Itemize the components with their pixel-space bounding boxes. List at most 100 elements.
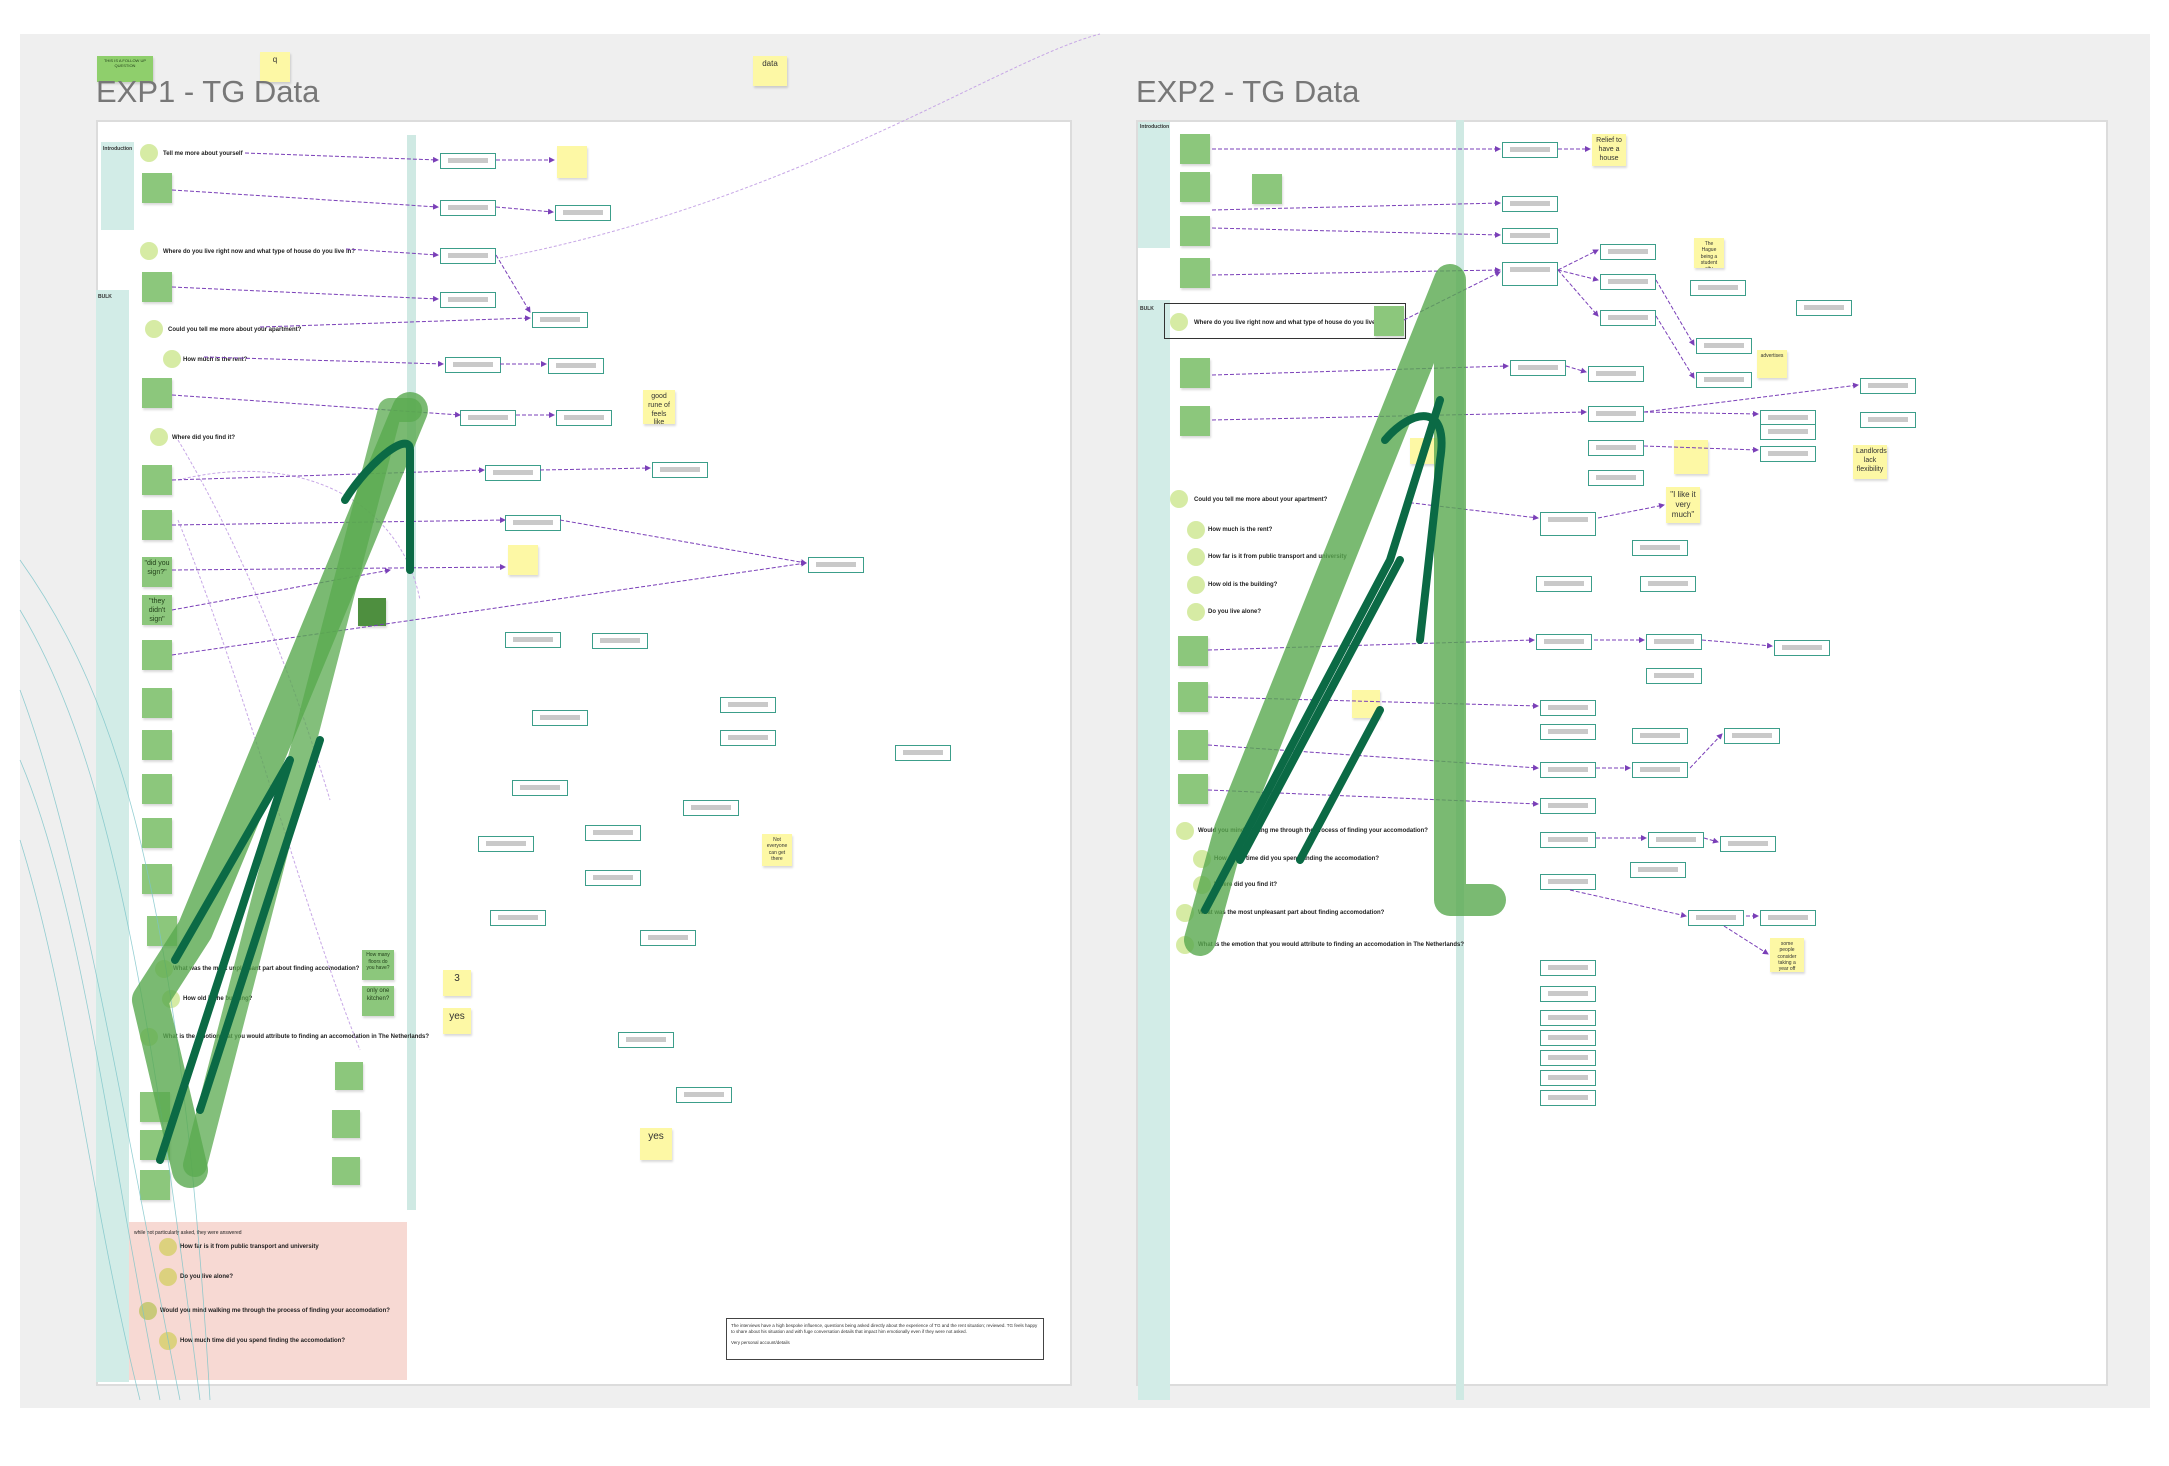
answer-card[interactable] xyxy=(1600,274,1656,290)
answer-card[interactable] xyxy=(1796,300,1852,316)
sticky-note[interactable] xyxy=(1178,636,1208,666)
sticky-note[interactable] xyxy=(142,173,172,203)
sticky-note[interactable] xyxy=(1180,406,1210,436)
sticky-note[interactable] xyxy=(142,272,172,302)
sticky-note[interactable] xyxy=(142,818,172,848)
answer-card[interactable] xyxy=(592,633,648,649)
sticky-note[interactable] xyxy=(142,730,172,760)
answer-card[interactable] xyxy=(532,710,588,726)
answer-card[interactable] xyxy=(808,557,864,573)
answer-card[interactable] xyxy=(1502,196,1558,212)
sticky-note[interactable] xyxy=(1374,306,1404,336)
answer-card[interactable] xyxy=(1536,576,1592,592)
sticky-note[interactable]: "did you sign?" xyxy=(142,557,172,587)
answer-card[interactable] xyxy=(585,870,641,886)
answer-card[interactable] xyxy=(1540,986,1596,1002)
answer-card[interactable] xyxy=(1640,576,1696,592)
answer-card[interactable] xyxy=(683,800,739,816)
sticky-note[interactable]: Not everyone can get there xyxy=(762,834,792,866)
answer-card[interactable] xyxy=(1646,634,1702,650)
sticky-note[interactable] xyxy=(332,1157,360,1185)
answer-card[interactable] xyxy=(1588,440,1644,456)
sticky-note[interactable]: 3 xyxy=(443,970,471,996)
sticky-note[interactable] xyxy=(1178,682,1208,712)
answer-card[interactable] xyxy=(1510,360,1566,376)
answer-card[interactable] xyxy=(556,410,612,426)
answer-card[interactable] xyxy=(585,825,641,841)
answer-card[interactable] xyxy=(1600,244,1656,260)
answer-card[interactable] xyxy=(1724,728,1780,744)
answer-card[interactable] xyxy=(652,462,708,478)
answer-card[interactable] xyxy=(1540,832,1596,848)
sticky-note[interactable] xyxy=(142,688,172,718)
sticky-note[interactable] xyxy=(1180,172,1210,202)
answer-card[interactable] xyxy=(1540,762,1596,778)
sticky-note[interactable]: THIS IS A FOLLOW UP QUESTION xyxy=(97,56,153,82)
answer-card[interactable] xyxy=(720,730,776,746)
answer-card[interactable] xyxy=(1536,634,1592,650)
sticky-note[interactable] xyxy=(142,640,172,670)
answer-card[interactable] xyxy=(1502,228,1558,244)
answer-card[interactable] xyxy=(895,745,951,761)
answer-card[interactable] xyxy=(1632,540,1688,556)
answer-card[interactable] xyxy=(618,1032,674,1048)
answer-card[interactable] xyxy=(505,632,561,648)
answer-card[interactable] xyxy=(1588,366,1644,382)
answer-card[interactable] xyxy=(485,465,541,481)
answer-card[interactable] xyxy=(1860,378,1916,394)
sticky-note[interactable]: "they didn't sign" xyxy=(142,595,172,625)
sticky-note[interactable]: Relief to have a house xyxy=(1592,134,1626,166)
answer-card[interactable] xyxy=(440,248,496,264)
answer-card[interactable] xyxy=(1632,728,1688,744)
answer-card[interactable] xyxy=(1760,446,1816,462)
answer-card[interactable] xyxy=(1696,372,1752,388)
sticky-note[interactable] xyxy=(1180,258,1210,288)
answer-card[interactable] xyxy=(1630,862,1686,878)
answer-card[interactable] xyxy=(1540,1070,1596,1086)
answer-card[interactable] xyxy=(1588,406,1644,422)
sticky-note[interactable]: good rune of feels like xyxy=(643,390,675,424)
sticky-note[interactable]: Landlords lack flexibility xyxy=(1853,445,1887,479)
sticky-note[interactable] xyxy=(1180,216,1210,246)
answer-card[interactable] xyxy=(1588,470,1644,486)
answer-card[interactable] xyxy=(640,930,696,946)
sticky-note[interactable] xyxy=(1180,134,1210,164)
answer-card[interactable] xyxy=(1502,142,1558,158)
sticky-note[interactable] xyxy=(1252,174,1282,204)
answer-card[interactable] xyxy=(1540,1050,1596,1066)
answer-card[interactable] xyxy=(1540,1030,1596,1046)
answer-card[interactable] xyxy=(1540,798,1596,814)
sticky-note[interactable]: yes xyxy=(443,1008,471,1034)
answer-card[interactable] xyxy=(555,205,611,221)
answer-card[interactable] xyxy=(1690,280,1746,296)
answer-card[interactable] xyxy=(478,836,534,852)
sticky-note[interactable] xyxy=(142,465,172,495)
answer-card[interactable] xyxy=(440,153,496,169)
answer-card[interactable] xyxy=(460,410,516,426)
answer-card[interactable] xyxy=(505,515,561,531)
sticky-note[interactable] xyxy=(1178,774,1208,804)
answer-card[interactable] xyxy=(1540,874,1596,890)
sticky-note[interactable]: some people consider taking a year off xyxy=(1770,938,1804,972)
answer-card[interactable] xyxy=(1688,910,1744,926)
sticky-note[interactable] xyxy=(142,774,172,804)
sticky-note[interactable]: q xyxy=(260,52,290,82)
answer-card[interactable] xyxy=(1696,338,1752,354)
sticky-note[interactable]: "I like it very much" xyxy=(1666,487,1700,523)
sticky-note[interactable] xyxy=(1178,730,1208,760)
answer-card[interactable] xyxy=(1540,960,1596,976)
sticky-note[interactable] xyxy=(1674,440,1708,474)
answer-card[interactable] xyxy=(1540,1090,1596,1106)
answer-card[interactable] xyxy=(1648,832,1704,848)
sticky-note[interactable]: data xyxy=(753,56,787,86)
answer-card[interactable] xyxy=(720,697,776,713)
answer-card[interactable] xyxy=(1540,700,1596,716)
sticky-note[interactable] xyxy=(335,1062,363,1090)
answer-card[interactable] xyxy=(1720,836,1776,852)
answer-card[interactable] xyxy=(1540,1010,1596,1026)
answer-card[interactable] xyxy=(1540,724,1596,740)
answer-card[interactable] xyxy=(440,292,496,308)
sticky-note[interactable] xyxy=(1180,358,1210,388)
answer-card[interactable] xyxy=(1502,262,1558,286)
answer-card[interactable] xyxy=(532,312,588,328)
